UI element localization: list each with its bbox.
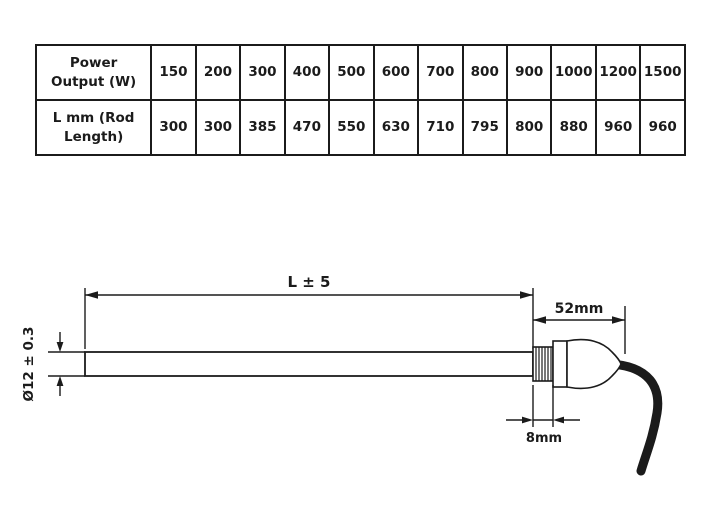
dimension-arrow-up bbox=[56, 376, 64, 386]
table-cell: 1000 bbox=[550, 44, 597, 101]
table-cell: 960 bbox=[594, 99, 642, 156]
thread-length-label: 8mm bbox=[526, 431, 562, 446]
table-cell: 795 bbox=[461, 99, 508, 156]
nut-collar bbox=[552, 340, 568, 388]
table-cell: 710 bbox=[417, 99, 464, 156]
plug-body bbox=[566, 338, 622, 390]
power-cable bbox=[605, 359, 663, 476]
dimension-arrow-right bbox=[520, 291, 533, 299]
table-cell: 1200 bbox=[594, 44, 642, 101]
dimension-arrow-right bbox=[612, 316, 625, 324]
rod-technical-drawing: L ± 5 52mm bbox=[21, 273, 663, 476]
table-cell: 470 bbox=[283, 99, 331, 156]
threaded-section bbox=[532, 346, 554, 382]
table-cell: 400 bbox=[283, 44, 331, 101]
length-dimension bbox=[84, 288, 534, 349]
dimension-arrow-left bbox=[553, 416, 564, 424]
table-cell: 880 bbox=[550, 99, 597, 156]
table-cell: 200 bbox=[194, 44, 242, 101]
table-cell: 960 bbox=[639, 99, 686, 156]
table-cell: 300 bbox=[150, 99, 197, 156]
dimension-arrow-right bbox=[522, 416, 533, 424]
table-cell: 600 bbox=[372, 44, 420, 101]
table-cell: 550 bbox=[328, 99, 375, 156]
row-label-power-output: Power Output (W) bbox=[34, 44, 153, 101]
table-cell: 300 bbox=[239, 44, 286, 101]
table-cell: 385 bbox=[239, 99, 286, 156]
connector-length-label: 52mm bbox=[555, 301, 604, 317]
table-cell: 800 bbox=[461, 44, 508, 101]
dimension-arrow-down bbox=[56, 342, 64, 352]
rod-body bbox=[84, 351, 534, 377]
table-row-rod-length: L mm (Rod Length) 300 300 385 470 550 63… bbox=[34, 99, 686, 156]
thread-dimension bbox=[506, 385, 580, 427]
table-cell: 1500 bbox=[639, 44, 686, 101]
table-cell: 900 bbox=[505, 44, 553, 101]
connector-dimension bbox=[533, 306, 626, 354]
table-cell: 300 bbox=[194, 99, 242, 156]
row-label-rod-length: L mm (Rod Length) bbox=[34, 99, 153, 156]
table-cell: 700 bbox=[417, 44, 464, 101]
table-cell: 630 bbox=[372, 99, 420, 156]
table-row-power-output: Power Output (W) 150 200 300 400 500 600… bbox=[34, 44, 686, 101]
dimension-arrow-left bbox=[533, 316, 546, 324]
rod-length-label: L ± 5 bbox=[287, 273, 330, 291]
diameter-label: Ø12 ± 0.3 bbox=[21, 327, 37, 402]
table-cell: 800 bbox=[505, 99, 553, 156]
power-output-table: Power Output (W) 150 200 300 400 500 600… bbox=[34, 44, 686, 156]
table-cell: 500 bbox=[328, 44, 375, 101]
diameter-dimension bbox=[48, 332, 85, 396]
table-cell: 150 bbox=[150, 44, 197, 101]
dimension-arrow-left bbox=[85, 291, 98, 299]
